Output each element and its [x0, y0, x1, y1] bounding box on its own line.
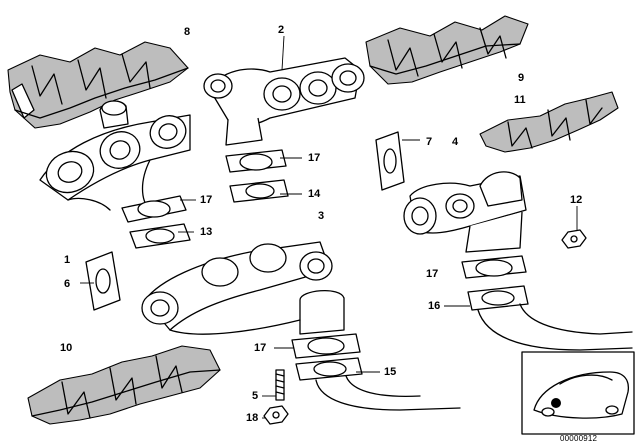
gasket-stack-right — [461, 255, 633, 351]
exhaust-manifold-4 — [403, 171, 527, 253]
callout-5: 5 — [252, 390, 259, 402]
callout-16: 16 — [428, 300, 441, 312]
callout-12: 12 — [570, 194, 583, 206]
callout-17-right: 17 — [426, 268, 439, 280]
callout-10: 10 — [60, 342, 73, 354]
callout-17-lower: 17 — [254, 342, 267, 354]
callout-13: 13 — [200, 226, 213, 238]
stud-bolt-5 — [275, 369, 285, 401]
callout-7: 7 — [426, 136, 433, 148]
nut-18 — [263, 405, 289, 425]
exhaust-manifold-3 — [141, 241, 345, 335]
callout-leaders — [80, 35, 578, 419]
callout-8: 8 — [184, 26, 191, 38]
heat-shield-11 — [479, 91, 619, 153]
callout-17-center: 17 — [308, 152, 321, 164]
callout-3: 3 — [318, 210, 325, 222]
gasket-stack-left — [121, 195, 191, 249]
vehicle-location-thumbnail — [521, 351, 635, 435]
callout-17-left: 17 — [200, 194, 213, 206]
nut-12 — [561, 229, 587, 249]
reference-code: 00000912 — [560, 434, 598, 443]
heat-shield-10 — [27, 345, 221, 425]
callout-2: 2 — [278, 24, 285, 36]
callout-18: 18 — [246, 412, 259, 424]
gasket-6 — [85, 251, 121, 311]
callout-14: 14 — [308, 188, 321, 200]
exhaust-manifold-2 — [203, 57, 365, 146]
callout-1: 1 — [64, 254, 71, 266]
callout-11: 11 — [514, 94, 526, 106]
gasket-stack-center — [225, 149, 289, 203]
engine-location-marker — [551, 398, 561, 408]
callout-9: 9 — [518, 72, 525, 84]
heat-shield-9 — [365, 15, 529, 85]
gasket-7 — [375, 131, 405, 191]
callout-4: 4 — [452, 136, 459, 148]
callout-6: 6 — [64, 278, 71, 290]
gasket-stack-lower — [291, 333, 461, 411]
callout-15: 15 — [384, 366, 397, 378]
exhaust-manifold-1 — [39, 100, 191, 211]
heat-shield-8 — [7, 41, 189, 129]
